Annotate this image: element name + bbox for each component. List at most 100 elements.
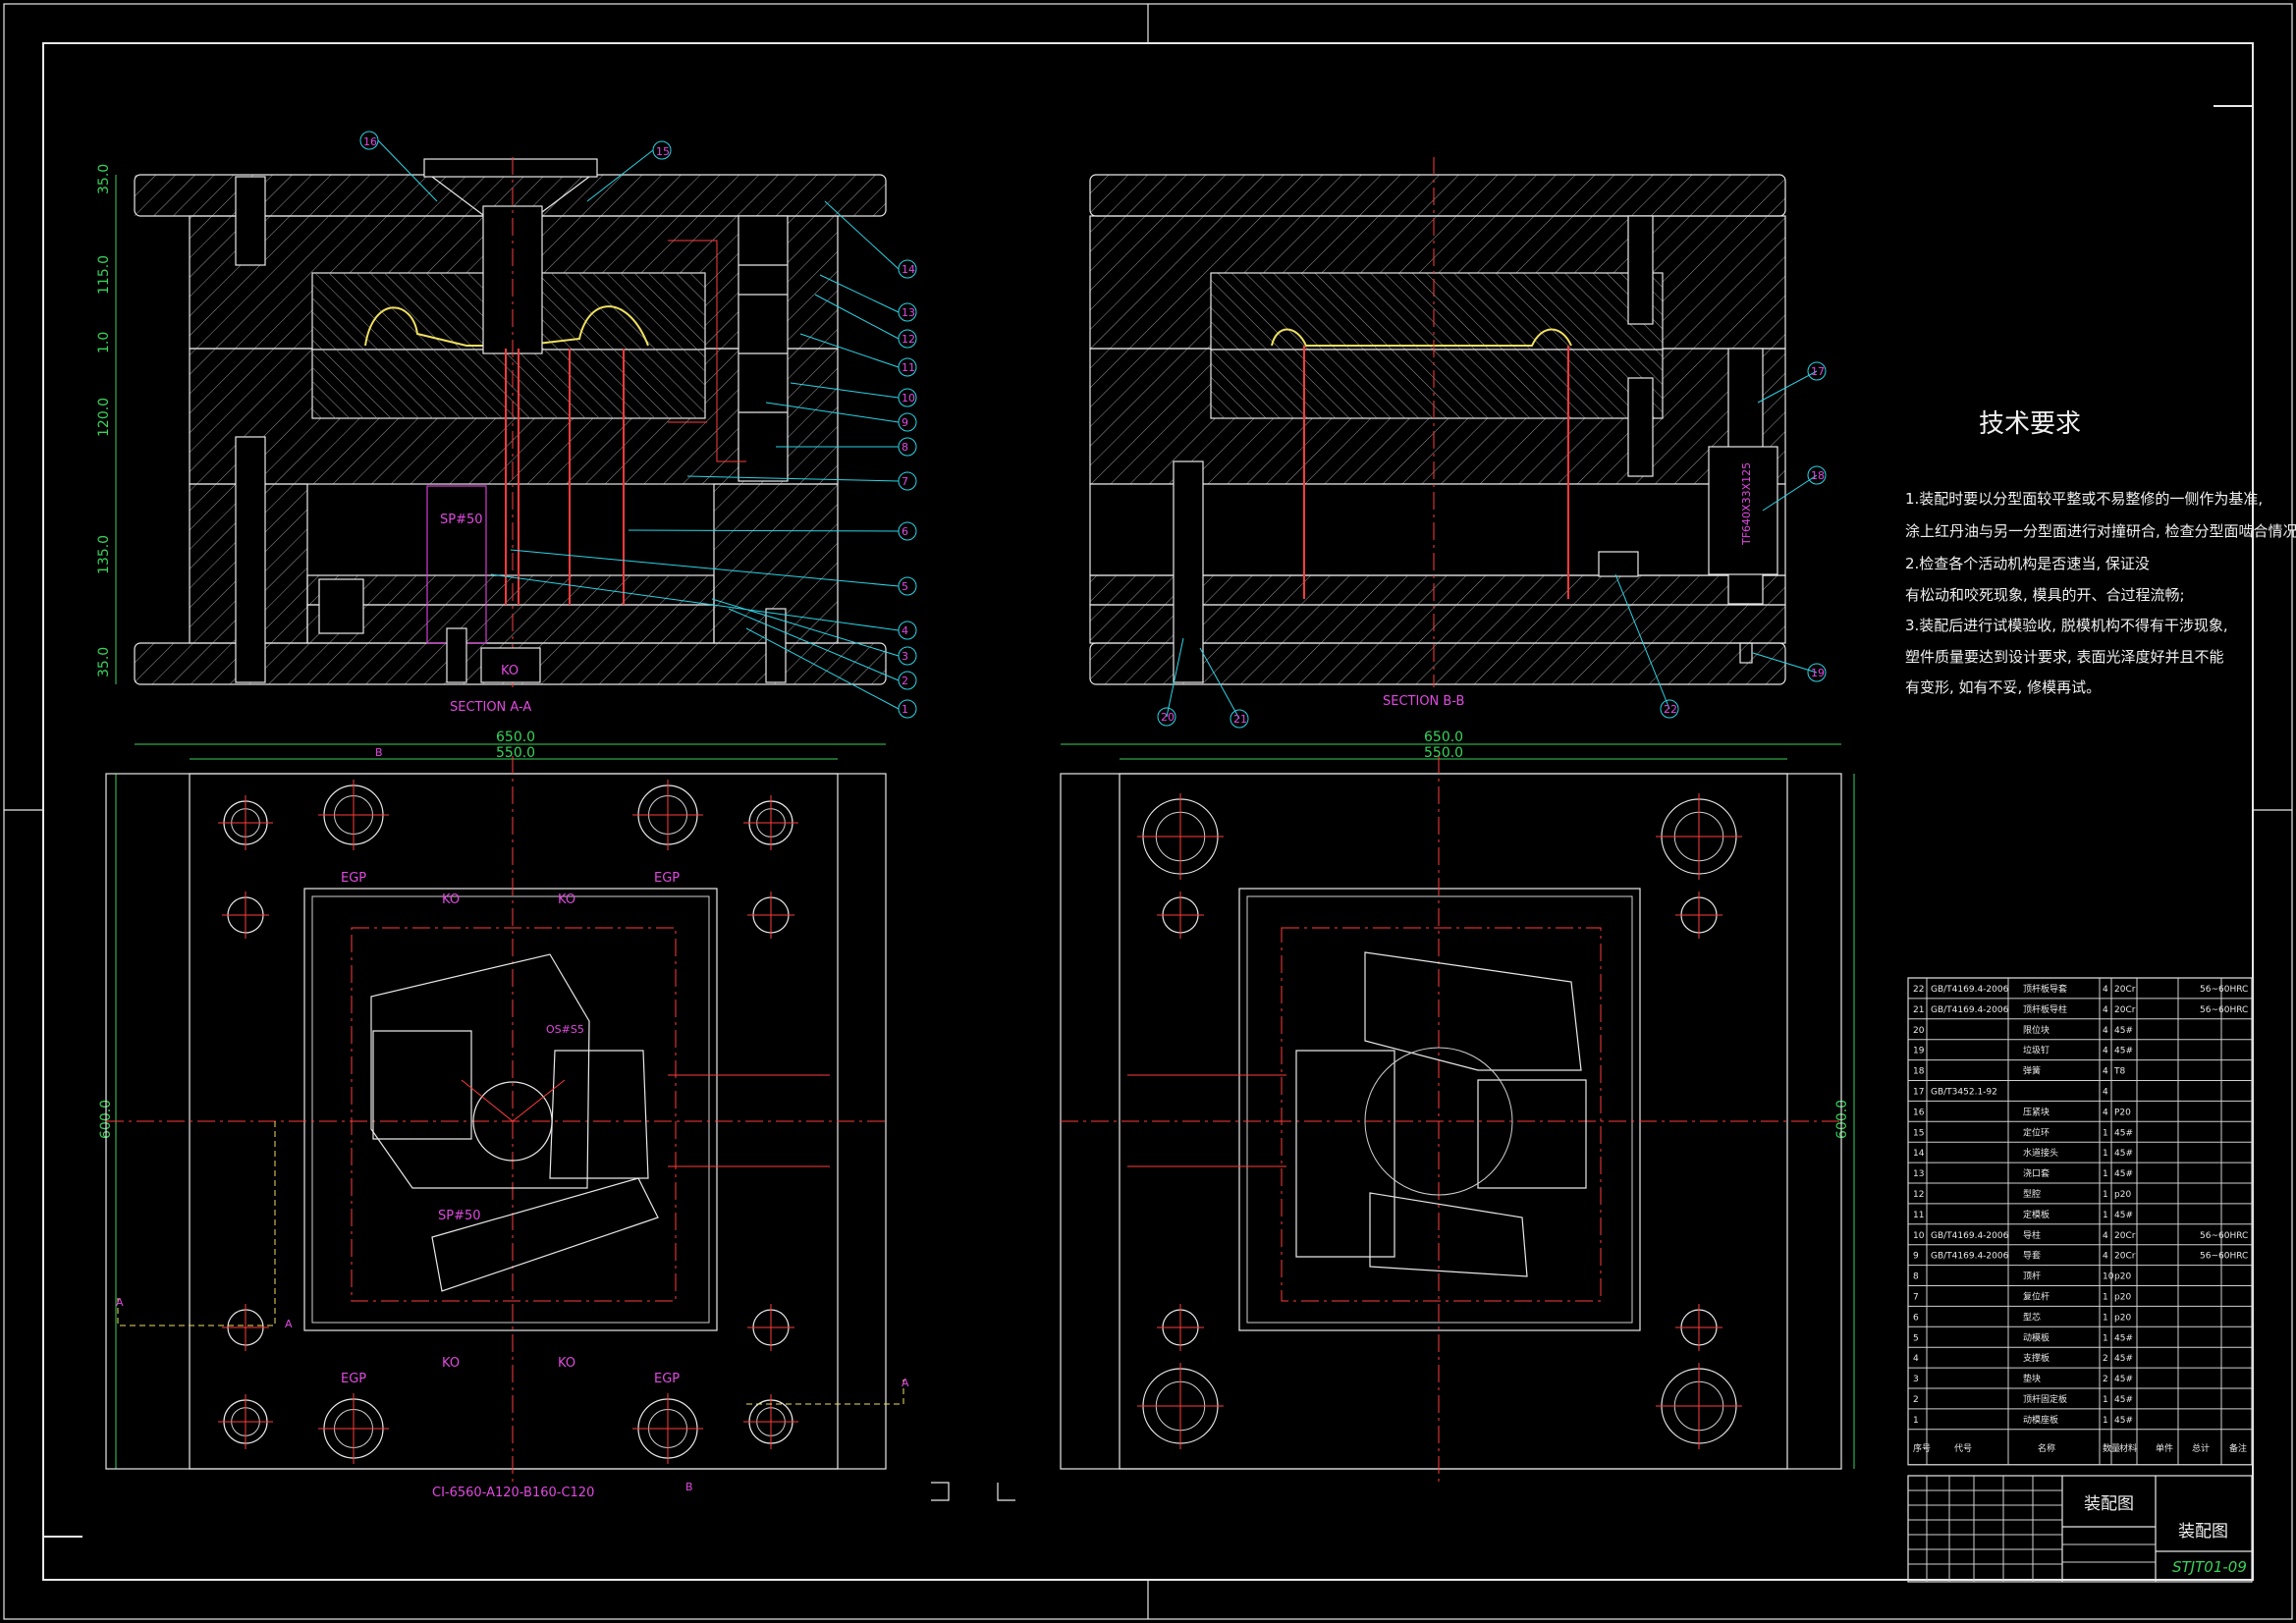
bom-cell: 45# bbox=[2114, 1354, 2133, 1364]
title-name-2: 装配图 bbox=[2178, 1522, 2228, 1542]
dim-h4: 120.0 bbox=[96, 398, 112, 437]
plan-view-left: 650.0 550.0 600.0 KO KO KO KO EGP EGP EG… bbox=[98, 730, 909, 1500]
dim-w550-right: 550.0 bbox=[1424, 745, 1463, 761]
dim-h1: 35.0 bbox=[96, 164, 112, 194]
title-block: 装配图 装配图 STJT01-09 bbox=[1907, 1475, 2253, 1583]
bom-cell: 11 bbox=[1913, 1211, 1924, 1220]
bom-cell: 垫块 bbox=[2023, 1373, 2041, 1384]
bom-cell: 20Cr bbox=[2114, 1252, 2136, 1262]
callout-1: 1 bbox=[902, 703, 908, 716]
callout-15: 15 bbox=[656, 145, 670, 158]
bom-cell: p20 bbox=[2114, 1313, 2131, 1323]
bom-cell: p20 bbox=[2114, 1293, 2131, 1303]
callout-6: 6 bbox=[902, 525, 908, 538]
dim-v600-right: 600.0 bbox=[1834, 1100, 1850, 1139]
dim-w550-left: 550.0 bbox=[496, 745, 535, 761]
tech-line-5: 3.装配后进行试模验收, 脱模机构不得有干涉现象, bbox=[1905, 617, 2228, 634]
bom-cell: 4 bbox=[2103, 1026, 2108, 1036]
tech-line-4: 有松动和咬死现象, 模具的开、合过程流畅; bbox=[1905, 586, 2185, 604]
bom-header-cell: 名称 bbox=[2038, 1442, 2055, 1454]
bom-cell: p20 bbox=[2114, 1272, 2131, 1282]
bom-header-cell: 备注 bbox=[2229, 1442, 2247, 1454]
drawing-number: STJT01-09 bbox=[2172, 1558, 2247, 1576]
bom-header-cell: 序号 bbox=[1913, 1442, 1931, 1454]
bom-cell: 4 bbox=[1913, 1354, 1919, 1364]
bom-cell: 动模座板 bbox=[2023, 1414, 2058, 1426]
tech-title: 技术要求 bbox=[1979, 409, 2081, 439]
callout-11: 11 bbox=[902, 361, 915, 374]
bom-cell: 20Cr bbox=[2114, 985, 2136, 995]
bom-cell: 10 bbox=[2103, 1272, 2114, 1282]
bom-cell: 45# bbox=[2114, 1047, 2133, 1056]
bom-cell: 4 bbox=[2103, 1108, 2108, 1117]
bom-cell: 型芯 bbox=[2023, 1311, 2041, 1323]
section-a-view: 35.0 115.0 1.0 120.0 135.0 35.0 SP#50 KO… bbox=[96, 157, 887, 715]
bom-cell: 1 bbox=[2103, 1169, 2108, 1179]
bom-cell: GB/T3452.1-92 bbox=[1931, 1088, 1997, 1098]
bom-cell: 1 bbox=[2103, 1211, 2108, 1220]
bom-cell: 4 bbox=[2103, 1047, 2108, 1056]
os-label: OS#S5 bbox=[546, 1023, 584, 1036]
bom-cell: GB/T4169.4-2006 bbox=[1931, 1005, 2009, 1015]
bom-cell: 7 bbox=[1913, 1293, 1919, 1303]
bom-cell: 15 bbox=[1913, 1128, 1924, 1138]
bom-cell: 导套 bbox=[2023, 1250, 2041, 1262]
callout-5: 5 bbox=[902, 580, 908, 593]
tech-line-7: 有变形, 如有不妥, 修模再试。 bbox=[1905, 678, 2101, 696]
bom-cell: 10 bbox=[1913, 1231, 1925, 1241]
bom-cell: 弹簧 bbox=[2023, 1065, 2041, 1077]
bom-cell: 3 bbox=[1913, 1375, 1919, 1384]
egp-label-3: EGP bbox=[341, 1372, 366, 1386]
a-mark-1: A bbox=[116, 1296, 124, 1309]
dim-h3: 1.0 bbox=[96, 332, 112, 353]
bom-cell: 1 bbox=[2103, 1333, 2108, 1343]
bom-cell: 导柱 bbox=[2023, 1229, 2041, 1241]
bom-cell: 45# bbox=[2114, 1395, 2133, 1405]
sheet-frame bbox=[3, 3, 2293, 1620]
callout-13: 13 bbox=[902, 306, 915, 319]
callout-2: 2 bbox=[902, 675, 908, 687]
b-mark-2: B bbox=[685, 1481, 693, 1493]
egp-label-2: EGP bbox=[654, 871, 680, 886]
bom-cell: 20Cr bbox=[2114, 1005, 2136, 1015]
section-a-label: SECTION A-A bbox=[450, 700, 531, 715]
spring-tag: TF640X33X125 bbox=[1740, 462, 1753, 546]
technical-requirements: 技术要求 1.装配时要以分型面较平整或不易整修的一侧作为基准, 涂上红丹油与另一… bbox=[1905, 409, 2296, 696]
bom-cell: GB/T4169.4-2006 bbox=[1931, 985, 2009, 995]
bom-cell: 4 bbox=[2103, 1231, 2108, 1241]
bom-cell: 1 bbox=[2103, 1128, 2108, 1138]
bom-cell: 13 bbox=[1913, 1169, 1924, 1179]
bom-cell: 垃圾钉 bbox=[2023, 1045, 2050, 1056]
bom-cell: 4 bbox=[2103, 1067, 2108, 1077]
callout-4: 4 bbox=[902, 624, 908, 637]
dim-h5: 135.0 bbox=[96, 535, 112, 574]
bom-cell: 水道接头 bbox=[2023, 1147, 2058, 1159]
bom-cell: 21 bbox=[1913, 1005, 1924, 1015]
bom-cell: 浇口套 bbox=[2023, 1167, 2050, 1179]
callout-16: 16 bbox=[363, 135, 377, 148]
bom-cell: 45# bbox=[2114, 1026, 2133, 1036]
tech-line-6: 塑件质量要达到设计要求, 表面光泽度好并且不能 bbox=[1905, 648, 2224, 666]
bom-cell: 1 bbox=[2103, 1416, 2108, 1426]
section-b-label: SECTION B-B bbox=[1383, 694, 1464, 709]
bom-cell: GB/T4169.4-2006 bbox=[1931, 1231, 2009, 1241]
bom-cell: 56~60HRC bbox=[2200, 1252, 2248, 1262]
bom-cell: 45# bbox=[2114, 1211, 2133, 1220]
bom-cell: 定模板 bbox=[2023, 1209, 2050, 1220]
bom-cell: 压紧块 bbox=[2023, 1106, 2050, 1117]
bom-cell: 20Cr bbox=[2114, 1231, 2136, 1241]
callout-19: 19 bbox=[1811, 667, 1825, 679]
dim-w650-left: 650.0 bbox=[496, 730, 535, 745]
bom-cell: 动模板 bbox=[2023, 1331, 2050, 1343]
bom-cell: 56~60HRC bbox=[2200, 1231, 2248, 1241]
bom-cell: 14 bbox=[1913, 1149, 1925, 1159]
spec-label: CI-6560-A120-B160-C120 bbox=[432, 1486, 594, 1500]
callout-17: 17 bbox=[1811, 365, 1825, 378]
bom-cell: 45# bbox=[2114, 1149, 2133, 1159]
ko-label-plan-4: KO bbox=[558, 1356, 575, 1371]
bom-cell: 顶杆板导柱 bbox=[2023, 1003, 2067, 1015]
bom-cell: 定位环 bbox=[2023, 1126, 2050, 1138]
ko-label-plan-1: KO bbox=[442, 893, 460, 907]
bom-cell: 45# bbox=[2114, 1128, 2133, 1138]
